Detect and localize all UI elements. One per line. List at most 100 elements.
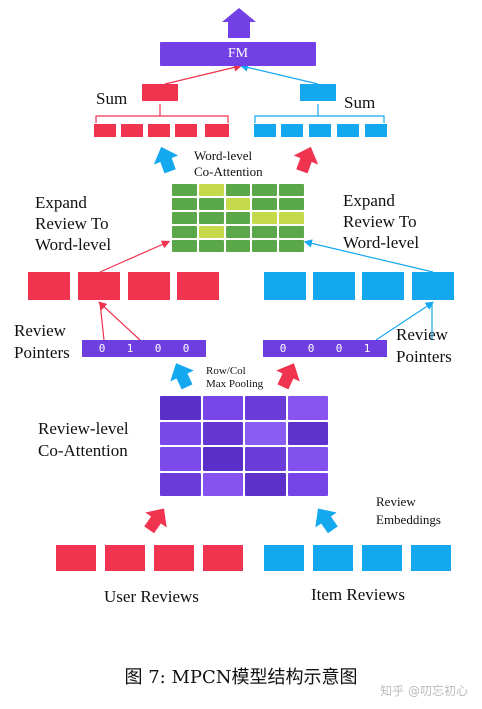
pointer-value: 0 xyxy=(98,342,106,355)
review-attention-cell xyxy=(160,396,201,420)
review-attention-cell xyxy=(287,421,328,445)
review-cell xyxy=(28,272,70,300)
review-attention-cell xyxy=(287,396,328,420)
figure-caption: 图 7: MPCN模型结构示意图 xyxy=(124,667,358,688)
review-pointers-left-line2: Pointers xyxy=(14,343,70,362)
word-attention-cell xyxy=(172,212,197,224)
item-review-cell xyxy=(362,545,402,571)
sum-label-left: Sum xyxy=(96,89,128,108)
review-attention-cell xyxy=(202,472,243,496)
word-attention-cell xyxy=(279,226,304,238)
review-attention-cell xyxy=(202,396,243,420)
word-output-cell xyxy=(175,124,197,137)
expand-right-line1: Expand xyxy=(343,191,395,210)
word-attention-cell xyxy=(172,240,197,252)
item-reviews-label: Item Reviews xyxy=(311,585,405,604)
review-attention-cell xyxy=(160,421,201,445)
review-embeddings-line1: Review xyxy=(376,494,416,509)
word-attention-cell xyxy=(252,212,278,224)
pointer-value: 1 xyxy=(126,342,134,355)
user-review-cell xyxy=(56,545,96,571)
user-reviews-label: User Reviews xyxy=(104,587,199,606)
review-cell xyxy=(78,272,120,300)
word-attention-cell xyxy=(198,240,224,252)
pointer-value: 0 xyxy=(279,342,287,355)
word-attention-cell xyxy=(279,184,304,196)
word-attention-cell xyxy=(279,240,304,252)
expand-left-line3: Word-level xyxy=(35,235,112,254)
review-attention-cell xyxy=(245,447,286,471)
fm-layer: FM xyxy=(160,42,316,66)
review-cell xyxy=(412,272,454,300)
word-output-cell xyxy=(365,124,387,137)
item-review-cell xyxy=(264,545,304,571)
user-review-cell xyxy=(203,545,243,571)
expand-left-line2: Review To xyxy=(35,214,109,233)
red-fat-arrow-bottom xyxy=(144,508,167,534)
word-attention-cell xyxy=(198,198,224,210)
word-output-cell xyxy=(121,124,143,137)
review-embeddings-line2: Embeddings xyxy=(376,512,441,527)
co-attention-label: Co-Attention xyxy=(194,164,263,179)
user-review-cell xyxy=(105,545,145,571)
word-attention-cell xyxy=(225,184,251,196)
item-review-cell xyxy=(313,545,353,571)
review-pointers-left-line1: Review xyxy=(14,321,66,340)
word-attention-cell xyxy=(252,198,278,210)
review-cell xyxy=(362,272,404,300)
item-review-cell xyxy=(411,545,451,571)
review-pointers-right-line2: Pointers xyxy=(396,347,452,366)
word-output-cell xyxy=(309,124,331,137)
review-attention-cell xyxy=(202,447,243,471)
pointer-value: 0 xyxy=(182,342,190,355)
sum-box-user xyxy=(142,84,178,101)
word-level-label: Word-level xyxy=(194,148,253,163)
word-attention-cell xyxy=(252,240,278,252)
word-attention-cell xyxy=(198,226,224,238)
word-attention-cell xyxy=(172,184,197,196)
word-attention-cell xyxy=(225,226,251,238)
pointer-value: 0 xyxy=(335,342,343,355)
output-arrow xyxy=(222,8,256,38)
word-output-cell xyxy=(337,124,359,137)
sum-label-right: Sum xyxy=(344,93,376,112)
review-attention-cell xyxy=(160,472,201,496)
word-output-cell xyxy=(94,124,116,137)
pointer-value: 0 xyxy=(307,342,315,355)
review-attention-cell xyxy=(245,421,286,445)
blue-fat-arrow-bottom xyxy=(315,508,338,534)
expand-right-line2: Review To xyxy=(343,212,417,231)
review-attention-cell xyxy=(287,472,328,496)
expand-left-line1: Expand xyxy=(35,193,87,212)
red-fat-arrow-top xyxy=(293,146,319,174)
word-attention-cell xyxy=(198,212,224,224)
red-fat-arrow-mid xyxy=(276,363,300,390)
review-cell xyxy=(313,272,355,300)
word-output-cell xyxy=(254,124,276,137)
word-output-cell xyxy=(281,124,303,137)
word-attention-cell xyxy=(172,198,197,210)
review-level-coattention-grid xyxy=(160,396,328,496)
word-attention-cell xyxy=(225,198,251,210)
review-attention-cell xyxy=(202,421,243,445)
review-pointers-right-line1: Review xyxy=(396,325,448,344)
word-attention-cell xyxy=(225,212,251,224)
word-attention-cell xyxy=(279,198,304,210)
review-cell xyxy=(128,272,170,300)
word-attention-cell xyxy=(279,212,304,224)
word-attention-cell xyxy=(252,226,278,238)
word-attention-cell xyxy=(225,240,251,252)
expand-right-line3: Word-level xyxy=(343,233,420,252)
blue-fat-arrow-mid xyxy=(170,363,194,390)
review-cell xyxy=(264,272,306,300)
blue-fat-arrow-top xyxy=(153,146,179,174)
review-level-coattention-label: Co-Attention xyxy=(38,441,128,460)
word-attention-cell xyxy=(198,184,224,196)
sum-box-item xyxy=(300,84,336,101)
watermark: 知乎 @叨忘初心 xyxy=(380,684,468,698)
review-cell xyxy=(177,272,219,300)
review-attention-cell xyxy=(160,447,201,471)
